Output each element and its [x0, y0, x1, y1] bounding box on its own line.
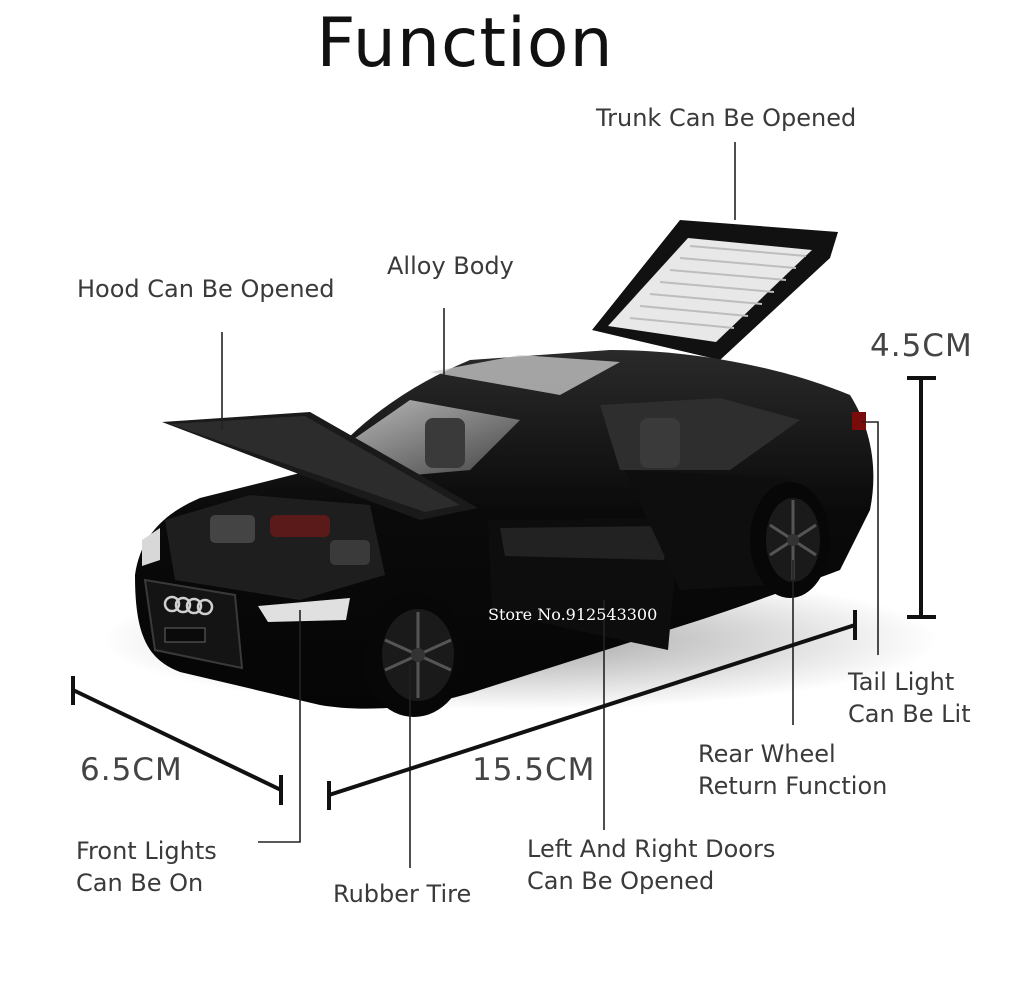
height-dimension: 4.5CM: [870, 328, 973, 364]
doors-label-line1: Left And Right Doors: [527, 835, 776, 863]
length-dimension: 15.5CM: [472, 752, 596, 788]
width-dimension: 6.5CM: [80, 752, 183, 788]
hood-label: Hood Can Be Opened: [77, 275, 335, 303]
length-dim-line: [328, 623, 856, 797]
rear-wheel-label: Rear Wheel Return Function: [698, 738, 887, 802]
store-watermark: Store No.912543300: [488, 605, 658, 624]
tail-light: [852, 412, 866, 430]
rear-wheel-label-line2: Return Function: [698, 772, 888, 800]
tail-light-label: Tail Light Can Be Lit: [848, 666, 971, 730]
front-plate: [164, 627, 206, 643]
rear-wheel: [750, 482, 830, 598]
front-grille: [143, 578, 244, 670]
tail-light-label-line1: Tail Light: [848, 668, 955, 696]
roof-glass: [430, 355, 620, 395]
callout-lines: [221, 142, 879, 868]
rubber-tire-label: Rubber Tire: [333, 880, 472, 908]
front-lights-label-line2: Can Be On: [76, 869, 204, 897]
front-wheel: [362, 593, 466, 717]
width-dim-line: [72, 688, 282, 792]
trunk-lid: [592, 220, 838, 360]
front-lights-label-line1: Front Lights: [76, 837, 217, 865]
front-lights-label: Front Lights Can Be On: [76, 835, 217, 899]
headlight-left: [142, 528, 160, 566]
doors-label-line2: Can Be Opened: [527, 867, 715, 895]
dimension-lines: [71, 376, 936, 810]
headlight: [258, 598, 350, 622]
audi-rings-logo: [163, 595, 214, 616]
seat-rear: [640, 418, 680, 468]
alloy-body-label: Alloy Body: [387, 252, 514, 280]
seat-front: [425, 418, 465, 468]
rear-wheel-label-line1: Rear Wheel: [698, 740, 836, 768]
tail-light-label-line2: Can Be Lit: [848, 700, 971, 728]
doors-label: Left And Right Doors Can Be Opened: [527, 833, 775, 897]
rear-door: [625, 470, 790, 590]
page-title: Function: [316, 4, 614, 83]
front-lights-callout-line: [258, 610, 301, 843]
tail-callout-line: [862, 421, 879, 655]
engine-bay: [165, 495, 385, 600]
trunk-label: Trunk Can Be Opened: [596, 104, 857, 132]
